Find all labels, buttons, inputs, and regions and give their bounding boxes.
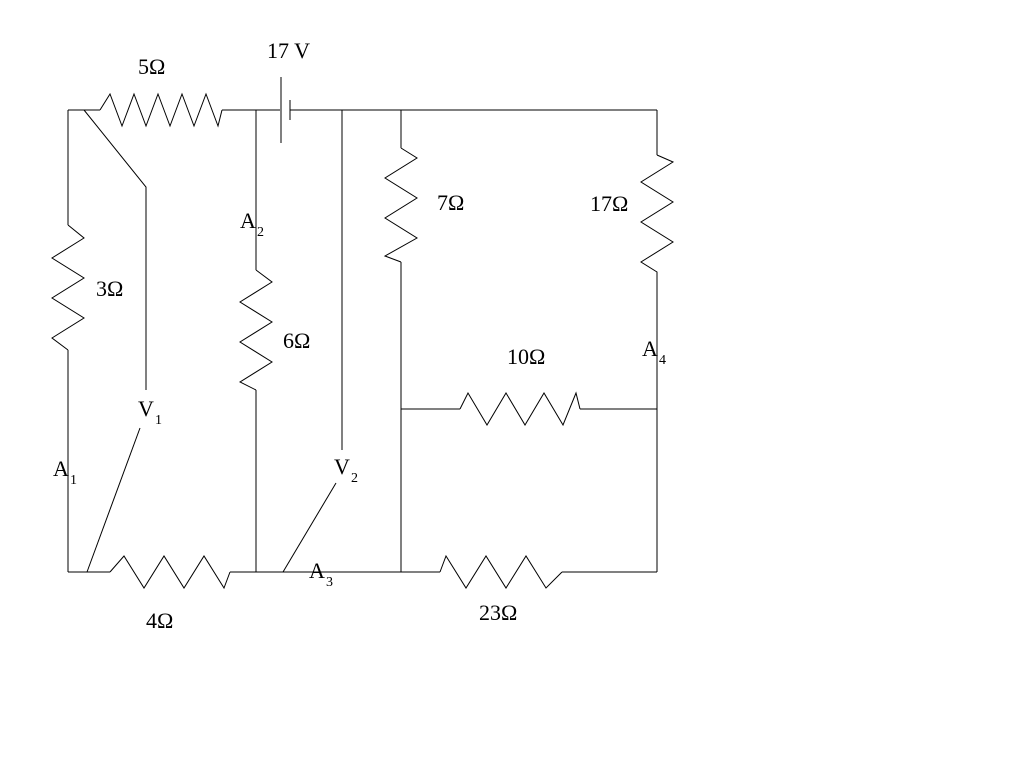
meter-subscript: 1 xyxy=(155,413,162,428)
resistor-6ohm: 6Ω xyxy=(238,269,310,391)
resistor-4ohm: 4Ω xyxy=(109,555,231,633)
resistor-zigzag xyxy=(99,92,223,128)
meter-v1: V 1 xyxy=(138,396,162,428)
resistor-zigzag xyxy=(383,147,418,263)
meter-subscript: 2 xyxy=(351,471,358,486)
meter-a4: A 4 xyxy=(642,336,666,368)
battery: 17 V xyxy=(267,38,310,143)
meter-subscript: 3 xyxy=(326,575,333,590)
meter-a2: A 2 xyxy=(240,208,264,240)
resistor-7ohm: 7Ω xyxy=(383,147,464,263)
resistor-label: 6Ω xyxy=(283,328,310,353)
meter-subscript: 2 xyxy=(257,225,264,240)
resistor-zigzag xyxy=(51,224,85,351)
resistor-zigzag xyxy=(459,391,581,427)
resistor-label: 23Ω xyxy=(479,600,517,625)
wires xyxy=(67,109,658,573)
meter-a3: A 3 xyxy=(309,558,333,590)
resistor-zigzag xyxy=(640,154,675,280)
meter-letter: A xyxy=(309,558,325,583)
resistor-label: 7Ω xyxy=(437,190,464,215)
resistor-10ohm: 10Ω xyxy=(459,344,581,427)
meter-letter: V xyxy=(138,396,154,421)
meter-subscript: 4 xyxy=(659,353,666,368)
v2-lower-lead xyxy=(282,482,337,573)
resistor-zigzag xyxy=(238,269,273,391)
meter-subscript: 1 xyxy=(70,473,77,488)
meter-letter: A xyxy=(240,208,256,233)
resistor-label: 17Ω xyxy=(590,191,628,216)
resistor-3ohm: 3Ω xyxy=(51,224,123,351)
resistor-23ohm: 23Ω xyxy=(439,554,563,625)
meter-letter: V xyxy=(334,454,350,479)
v1-lower-lead xyxy=(86,427,141,573)
resistor-zigzag xyxy=(439,554,563,589)
v1-upper-lead xyxy=(83,109,147,390)
resistor-label: 10Ω xyxy=(507,344,545,369)
resistor-5ohm: 5Ω xyxy=(99,54,223,128)
meter-letter: A xyxy=(53,456,69,481)
resistor-label: 3Ω xyxy=(96,276,123,301)
resistor-label: 4Ω xyxy=(146,608,173,633)
resistor-zigzag xyxy=(109,555,231,590)
resistor-17ohm: 17Ω xyxy=(590,154,675,280)
voltmeter-v1-leads xyxy=(83,109,147,573)
battery-label: 17 V xyxy=(267,38,310,63)
resistor-label: 5Ω xyxy=(138,54,165,79)
voltmeter-v2-leads xyxy=(282,110,343,573)
meter-v2: V 2 xyxy=(334,454,358,486)
meter-a1: A 1 xyxy=(53,456,77,488)
meter-letter: A xyxy=(642,336,658,361)
